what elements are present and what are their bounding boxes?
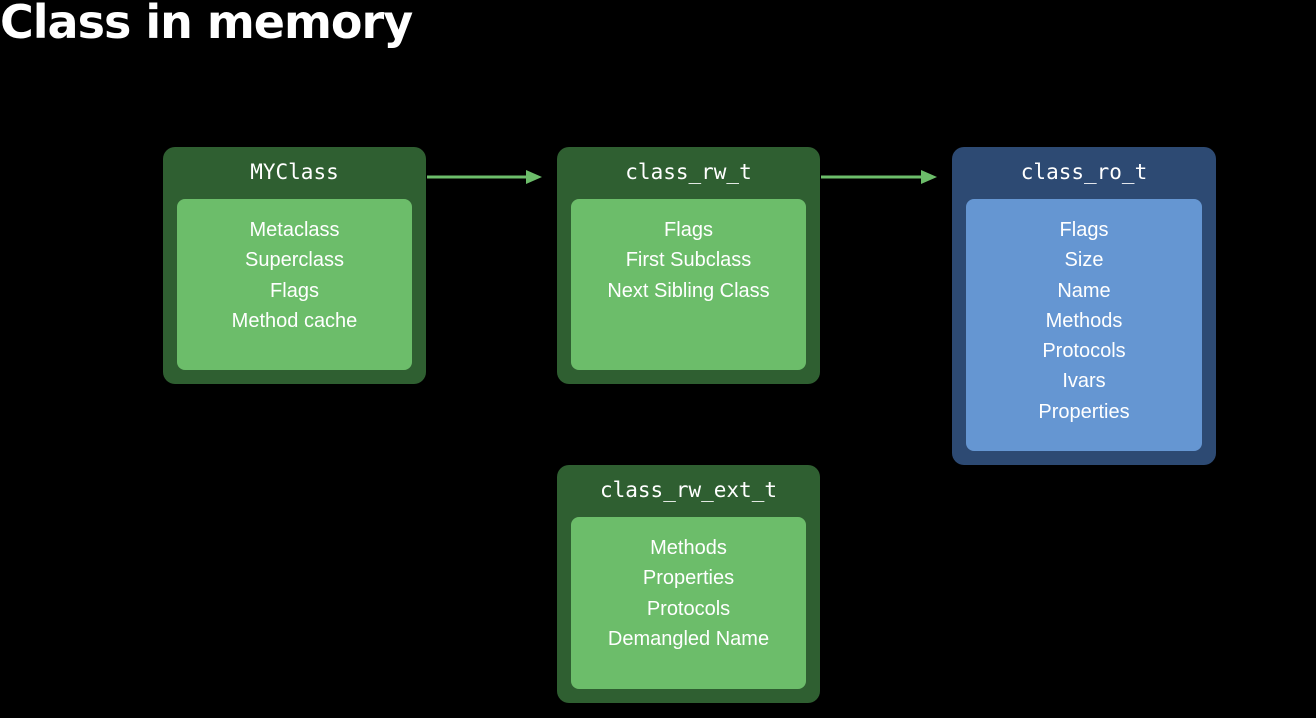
myclass-field-list: Metaclass Superclass Flags Method cache	[177, 215, 412, 336]
slide-title: Class in memory	[0, 0, 413, 49]
field-first-subclass: First Subclass	[625, 249, 752, 272]
class-rw-title: class_rw_t	[625, 160, 752, 184]
class-rw-box: class_rw_t Flags First Subclass Next Sib…	[557, 147, 820, 384]
field-properties: Properties	[642, 567, 735, 590]
myclass-fields-panel: Metaclass Superclass Flags Method cache	[177, 199, 412, 370]
myclass-box: MYClass Metaclass Superclass Flags Metho…	[163, 147, 426, 384]
field-ivars: Ivars	[1062, 370, 1106, 393]
field-flags: Flags	[664, 219, 713, 241]
field-superclass: Superclass	[245, 249, 344, 272]
field-methods: Methods	[650, 537, 727, 559]
field-flags: Flags	[270, 279, 319, 302]
class-rw-fields-panel: Flags First Subclass Next Sibling Class	[571, 199, 806, 370]
class-ro-title: class_ro_t	[1020, 160, 1148, 184]
field-name: Name	[1057, 279, 1111, 302]
arrow-class-rw-to-class-ro	[821, 170, 937, 184]
field-methods: Methods	[1045, 309, 1123, 332]
field-metaclass: Metaclass	[249, 219, 340, 241]
field-method-cache: Method cache	[231, 309, 358, 332]
class-rw-ext-field-list: Methods Properties Protocols Demangled N…	[571, 533, 806, 654]
class-rw-ext-title: class_rw_ext_t	[599, 478, 777, 502]
field-size: Size	[1064, 249, 1104, 272]
field-protocols: Protocols	[1042, 340, 1126, 363]
class-rw-ext-box: class_rw_ext_t Methods Properties Protoc…	[557, 465, 820, 703]
arrow-myclass-to-class-rw	[427, 170, 542, 184]
class-ro-field-list: Flags Size Name Methods Protocols Ivars …	[966, 215, 1202, 427]
class-rw-field-list: Flags First Subclass Next Sibling Class	[571, 215, 806, 306]
class-ro-box: class_ro_t Flags Size Name Methods Proto…	[952, 147, 1216, 465]
field-flags: Flags	[1059, 219, 1109, 241]
field-next-sibling-class: Next Sibling Class	[607, 279, 770, 302]
myclass-title: MYClass	[250, 160, 339, 184]
class-rw-ext-fields-panel: Methods Properties Protocols Demangled N…	[571, 517, 806, 689]
field-protocols: Protocols	[646, 597, 731, 620]
class-ro-fields-panel: Flags Size Name Methods Protocols Ivars …	[966, 199, 1202, 451]
field-properties: Properties	[1038, 400, 1130, 423]
field-demangled-name: Demangled Name	[607, 627, 770, 650]
